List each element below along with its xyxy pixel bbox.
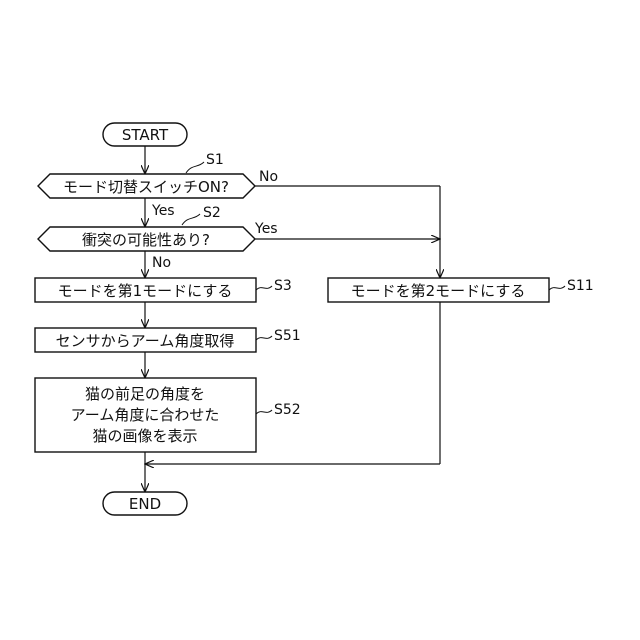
process-s52-line-3: 猫の画像を表示: [92, 427, 197, 445]
decision-s1-no-label: No: [259, 169, 278, 185]
start-label: START: [122, 126, 169, 144]
end-label: END: [129, 495, 161, 513]
process-s11-text: モードを第2モードにする: [351, 282, 526, 300]
s2-leader-line: [182, 214, 200, 225]
process-s11-step: S11: [567, 278, 594, 294]
s1-leader-line: [186, 162, 204, 173]
decision-s2-text: 衝突の可能性あり?: [82, 231, 210, 249]
decision-s2-yes-label: Yes: [254, 221, 278, 237]
process-s3-step: S3: [274, 278, 292, 294]
process-s52-step: S52: [274, 402, 301, 418]
process-s3-text: モードを第1モードにする: [58, 282, 233, 300]
s52-leader-line: [256, 410, 272, 414]
s3-leader-line: [256, 286, 272, 290]
s11-leader-line: [549, 286, 565, 290]
decision-s1-text: モード切替スイッチON?: [63, 178, 229, 196]
process-s52-line-1: 猫の前足の角度を: [85, 385, 205, 403]
process-s51-step: S51: [274, 328, 301, 344]
process-s51-text: センサからアーム角度取得: [56, 332, 235, 350]
process-s52-line-2: アーム角度に合わせた: [71, 406, 220, 424]
s51-leader-line: [256, 336, 272, 340]
decision-s2-step: S2: [203, 205, 221, 221]
decision-s1-step: S1: [206, 152, 224, 168]
decision-s2-no-label: No: [152, 255, 171, 271]
decision-s1-yes-label: Yes: [151, 203, 175, 219]
